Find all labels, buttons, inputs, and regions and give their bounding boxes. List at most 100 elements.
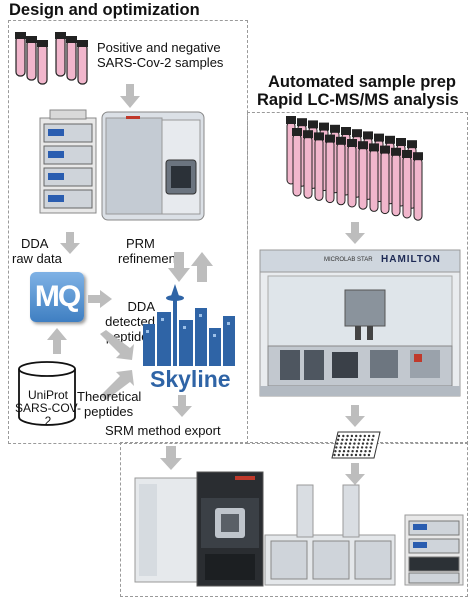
- analysis-panel-border: [120, 442, 468, 597]
- well: [372, 434, 375, 438]
- well: [354, 453, 358, 457]
- tube: [314, 137, 324, 201]
- tube-cap: [402, 150, 412, 158]
- tube-cap: [396, 138, 406, 146]
- well: [362, 438, 366, 441]
- well: [340, 442, 343, 445]
- tube-cap: [336, 136, 346, 145]
- well: [356, 446, 359, 449]
- well: [357, 442, 360, 445]
- well: [346, 453, 349, 457]
- tube-cap: [413, 152, 423, 161]
- tube-cap: [330, 124, 340, 133]
- well: [360, 450, 363, 453]
- well: [344, 442, 347, 445]
- tube-cap: [308, 120, 318, 129]
- tube: [402, 155, 412, 219]
- arrow-down-dda-icon: [60, 232, 80, 254]
- well: [359, 453, 362, 457]
- tube-cap: [297, 118, 307, 127]
- theoretical-label: Theoretical peptides: [77, 389, 142, 419]
- well: [370, 442, 373, 445]
- well: [334, 450, 337, 453]
- tube-cap: [374, 133, 384, 142]
- arrow-up-icon: [47, 328, 67, 354]
- tube-cap: [358, 141, 368, 150]
- well: [365, 446, 368, 449]
- well: [350, 453, 353, 457]
- tube: [303, 135, 313, 199]
- design-title: Design and optimization: [9, 1, 200, 19]
- uniprot-label: UniProt SARS-COV-2: [14, 388, 81, 428]
- arrow-down-lc-icon: [345, 463, 365, 485]
- well: [333, 453, 336, 457]
- lcms-title: Rapid LC-MS/MS analysis: [257, 91, 459, 109]
- well-plate-icon: [331, 431, 381, 459]
- tube-cap: [314, 132, 324, 141]
- samples-label: Positive and negative SARS-Cov-2 samples: [97, 40, 224, 70]
- arrow-down-plate-icon: [345, 405, 365, 427]
- tube-cap: [292, 128, 302, 136]
- robot-model-text: MICROLAB STAR: [324, 257, 373, 263]
- tube: [380, 151, 390, 215]
- well: [336, 438, 340, 441]
- tube-cap: [347, 139, 357, 147]
- tube-cap: [341, 127, 351, 135]
- tube-cap: [363, 131, 373, 140]
- well: [347, 450, 350, 453]
- well: [351, 450, 354, 453]
- arrow-down-srm-icon: [172, 395, 192, 417]
- maxquant-logo-text: MQ: [34, 280, 81, 313]
- tube: [336, 142, 346, 206]
- arrow-right-icon: [88, 290, 112, 308]
- well: [338, 450, 341, 453]
- skyline-logo-text: Skyline: [150, 366, 231, 392]
- well: [336, 442, 339, 445]
- well: [349, 438, 353, 441]
- tube: [292, 133, 302, 197]
- tube-cap: [286, 116, 296, 124]
- well: [353, 442, 356, 445]
- tube: [391, 153, 401, 217]
- maxquant-logo: MQ: [30, 272, 84, 322]
- well: [366, 442, 369, 445]
- sample-tubes-icon: [15, 32, 88, 85]
- automation-title: Automated sample prep: [268, 73, 456, 91]
- well: [341, 453, 345, 457]
- skyline-logo-icon: [143, 284, 235, 366]
- triple-quad-icon: [134, 471, 264, 587]
- database-icon: [18, 361, 76, 426]
- dda-raw-label: DDA raw data: [12, 236, 62, 266]
- tube-cap: [369, 143, 379, 152]
- arrow-to-skyline-icon: [100, 330, 134, 400]
- well: [363, 434, 366, 438]
- mass-spectrometer-icon: [39, 109, 205, 221]
- well: [337, 453, 340, 457]
- tube: [413, 157, 423, 221]
- well: [367, 453, 371, 457]
- well: [371, 438, 374, 441]
- tube: [347, 144, 357, 208]
- prm-label: PRM refinement: [118, 236, 180, 266]
- robot-brand-text: HAMILTON: [381, 254, 441, 265]
- tube-cap: [319, 122, 329, 131]
- tube-cap: [391, 147, 401, 156]
- well: [355, 434, 358, 438]
- well: [337, 434, 341, 438]
- well: [341, 438, 344, 441]
- tube-cap: [407, 140, 417, 149]
- well: [354, 438, 357, 441]
- well: [348, 446, 351, 449]
- arrow-down-robot-icon: [345, 222, 365, 244]
- well: [358, 438, 361, 441]
- well: [363, 453, 366, 457]
- well: [350, 434, 354, 438]
- tube-cap: [303, 130, 313, 139]
- well: [368, 450, 371, 453]
- liquid-handler-icon: [259, 249, 461, 397]
- lc-system-icon: [264, 484, 464, 586]
- tube-cap: [380, 145, 390, 154]
- well: [360, 446, 364, 449]
- well: [367, 438, 370, 441]
- sample-rack-tubes-icon: [286, 116, 423, 221]
